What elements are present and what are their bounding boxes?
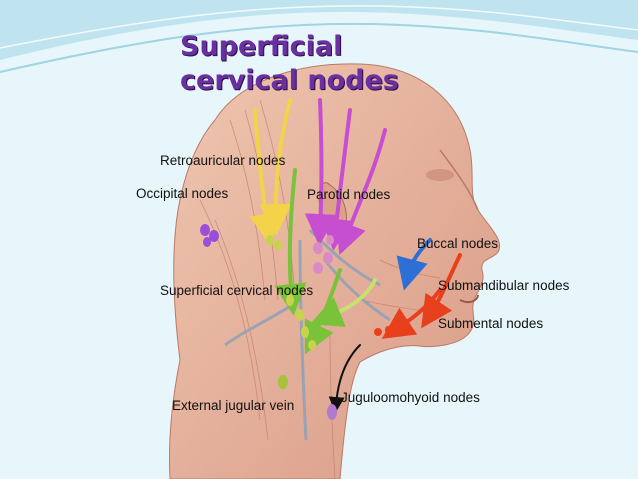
label-superficial-cervical-nodes: Superficial cervical nodes (160, 283, 314, 298)
title-line-1: Superficial (180, 31, 343, 62)
label-retroauricular-nodes: Retroauricular nodes (160, 153, 286, 168)
label-external-jugular-vein: External jugular vein (172, 398, 295, 413)
slide-title: Superficial cervical nodes (180, 30, 399, 98)
juguloomohyoid-node-cluster (327, 404, 337, 420)
label-juguloomohyoid-nodes: Juguloomohyoid nodes (341, 390, 480, 405)
label-submental-nodes: Submental nodes (438, 316, 544, 331)
label-submandibular-nodes: Submandibular nodes (438, 278, 570, 293)
label-occipital-nodes: Occipital nodes (136, 186, 229, 201)
parotid-node-cluster (313, 235, 334, 274)
occipital-node-cluster (200, 224, 219, 247)
superficial-cervical-node-cluster (278, 294, 316, 389)
label-parotid-nodes: Parotid nodes (307, 187, 391, 202)
label-buccal-nodes: Buccal nodes (417, 236, 499, 251)
title-line-2: cervical nodes (180, 65, 399, 96)
head-neck-illustration (168, 63, 501, 479)
submental-node-cluster (374, 326, 391, 336)
buccal-node-cluster (401, 263, 415, 280)
retroauricular-node-cluster (266, 235, 282, 250)
